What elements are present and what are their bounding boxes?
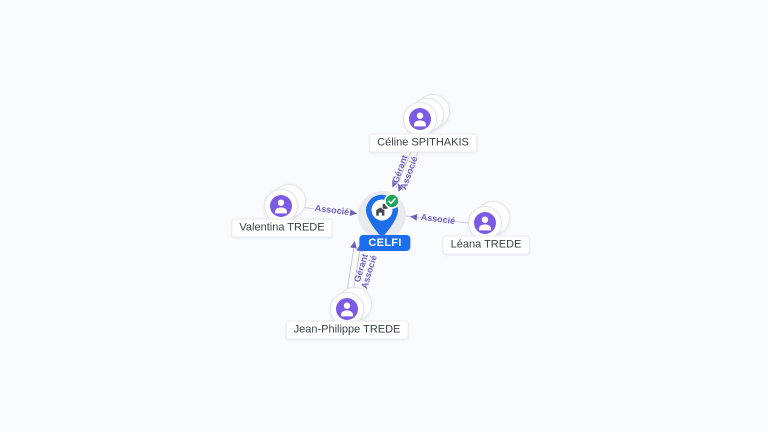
person-icon (414, 112, 426, 127)
company-label[interactable]: CELFI (359, 235, 411, 251)
edge-arrow-icon (349, 209, 357, 217)
edge-line (346, 246, 355, 292)
edge-arrow-icon (391, 179, 399, 188)
edge-arrow-icon (397, 183, 405, 192)
verified-check-icon (384, 193, 400, 209)
edge-line (352, 249, 361, 294)
person-icon (275, 199, 287, 214)
person-name-label[interactable]: Jean-Philippe TREDE (285, 320, 409, 340)
edge-line (401, 149, 420, 192)
person-icon (479, 216, 491, 231)
person-avatar[interactable] (403, 102, 437, 136)
person-avatar[interactable] (264, 189, 298, 223)
avatar (336, 298, 358, 320)
person-name-label[interactable]: Valentina TREDE (231, 218, 333, 238)
edge-arrow-icon (350, 241, 357, 249)
building-icon (376, 203, 388, 216)
edge-arrow-icon (410, 213, 418, 221)
edge-line (395, 146, 414, 189)
avatar (474, 212, 496, 234)
avatar (409, 108, 431, 130)
person-avatar[interactable] (468, 206, 502, 240)
edge-line (298, 206, 359, 215)
person-name-label[interactable]: Léana TREDE (442, 235, 530, 255)
person-icon (341, 302, 353, 317)
avatar (270, 195, 292, 217)
person-name-label[interactable]: Céline SPITHAKIS (369, 133, 477, 153)
person-avatar[interactable] (330, 292, 364, 326)
